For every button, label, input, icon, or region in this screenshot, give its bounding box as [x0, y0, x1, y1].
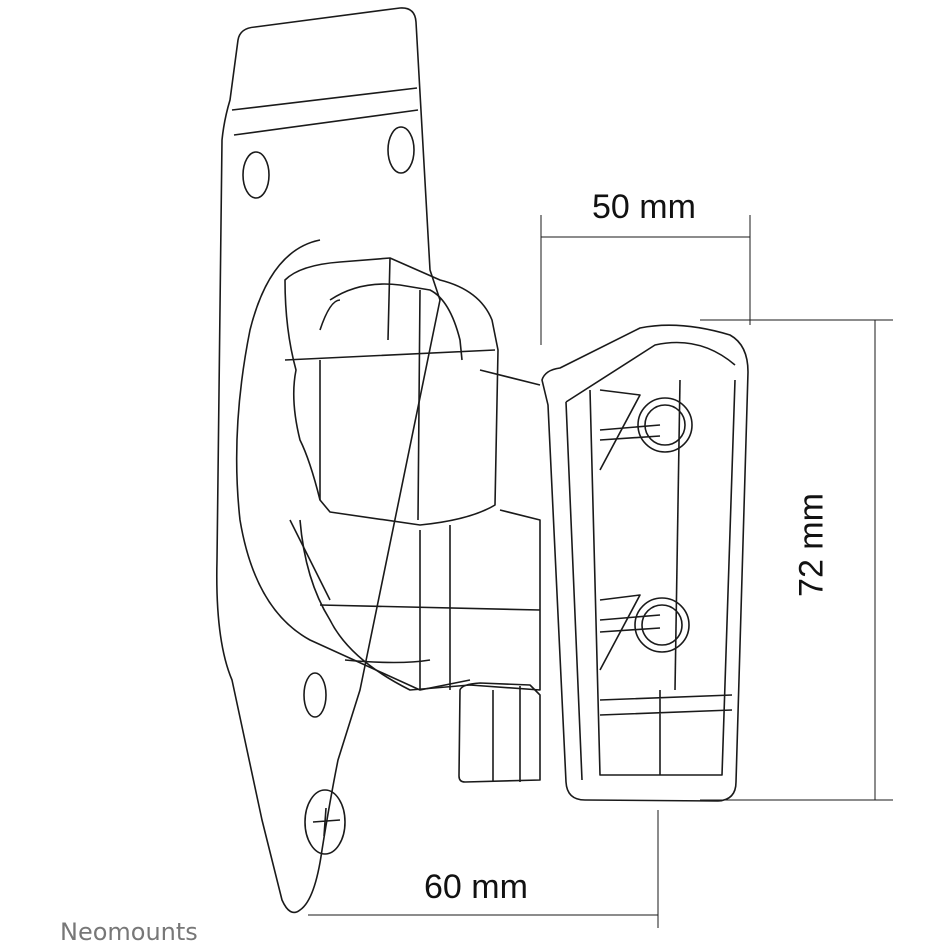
screw-hole-bottom — [303, 672, 327, 718]
hinge-block — [458, 682, 541, 783]
width-dimension-label: 50 mm — [592, 188, 696, 226]
height-dimension-label: 72 mm — [792, 493, 831, 597]
arm-lower — [299, 509, 541, 691]
arm-upper — [284, 257, 499, 526]
wall-plate — [215, 7, 441, 914]
screw-hole-top-left — [242, 151, 270, 199]
plate-top-bend — [231, 87, 419, 136]
dimension-lines — [308, 215, 893, 928]
screw-hole-top-right — [387, 126, 415, 174]
round-base — [235, 239, 471, 691]
screw-cross — [312, 807, 341, 837]
depth-dimension-label: 60 mm — [424, 868, 528, 906]
speaker-knob-top — [637, 397, 693, 453]
speaker-knob-bottom — [634, 597, 690, 653]
brand-logo: Neomounts — [60, 918, 198, 946]
speaker-plate — [541, 324, 749, 802]
screw-head — [304, 789, 346, 855]
